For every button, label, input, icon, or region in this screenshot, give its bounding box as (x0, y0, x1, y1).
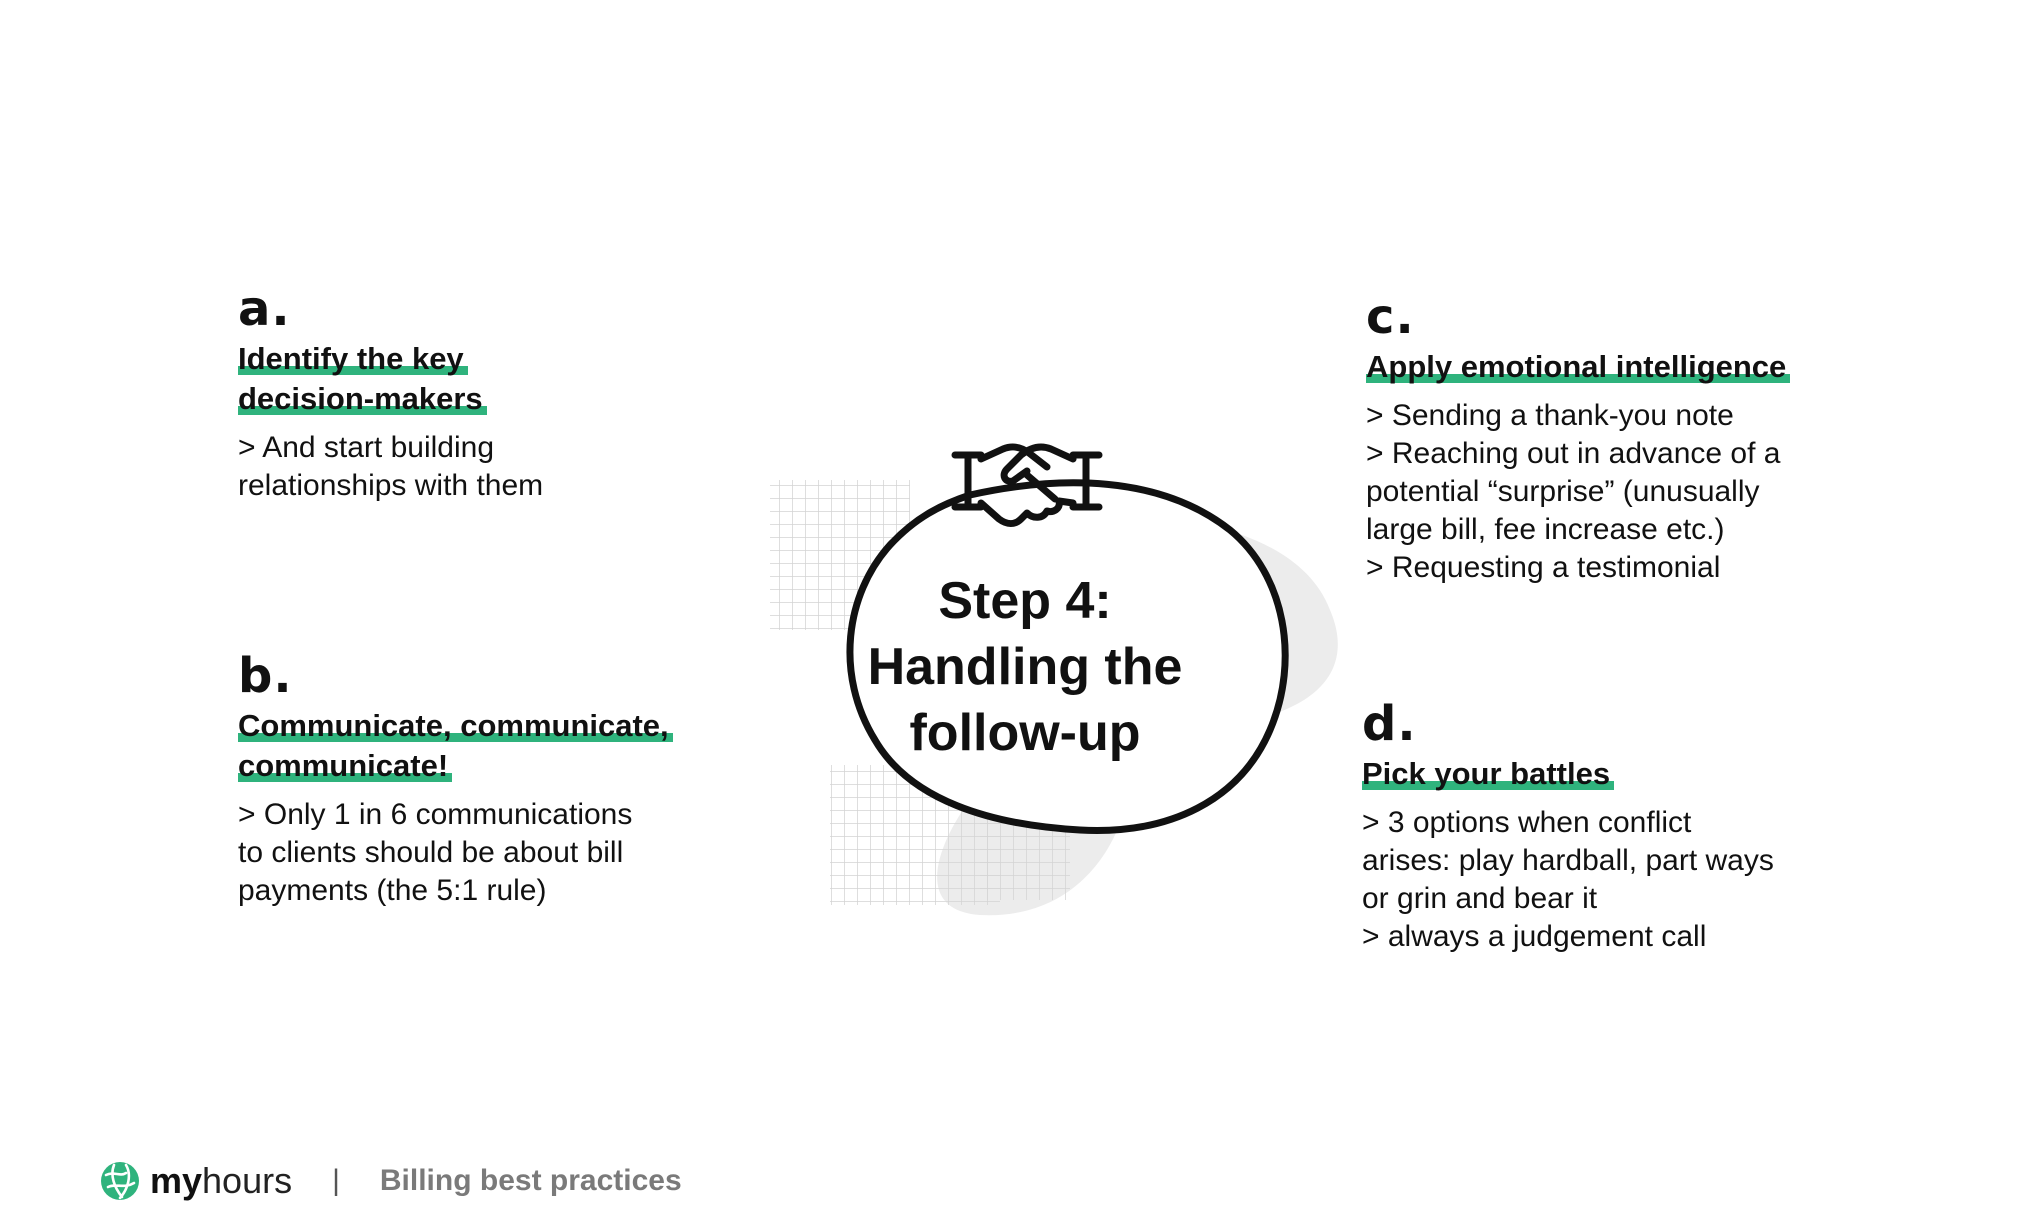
section-letter: d. (1362, 696, 1417, 752)
heading-line: Pick your battles (1362, 756, 1615, 793)
body-line: > Requesting a testimonial (1366, 551, 1721, 584)
globe-logo-icon (101, 1162, 139, 1200)
section-heading: Apply emotional intelligence (1366, 347, 1791, 387)
body-line: > Reaching out in advance of a (1366, 437, 1781, 470)
body-line: or grin and bear it (1362, 882, 1598, 915)
heading-line: Apply emotional intelligence (1366, 349, 1791, 386)
title-line: follow-up (909, 704, 1141, 762)
body-line: large bill, fee increase etc.) (1366, 513, 1725, 546)
heading-line: decision-makers (238, 381, 487, 418)
body-line: > Sending a thank-you note (1366, 399, 1734, 432)
heading-line: Identify the key (238, 341, 468, 378)
section-a: a. Identify the key decision-makers > An… (238, 285, 543, 505)
title-line: Handling the (867, 638, 1183, 696)
body-line: > Only 1 in 6 communications (238, 798, 633, 831)
body-line: potential “surprise” (unusually (1366, 475, 1760, 508)
section-heading: Communicate, communicate, communicate! (238, 706, 673, 786)
body-line: to clients should be about bill (238, 836, 624, 869)
section-letter: b. (238, 648, 293, 704)
handshake-icon (951, 443, 1103, 527)
body-line: arises: play hardball, part ways (1362, 844, 1774, 877)
center-illustration (770, 443, 1338, 916)
brand-bold: my (150, 1160, 203, 1201)
body-line: > 3 options when conflict (1362, 806, 1692, 839)
title-circle (846, 479, 1289, 834)
section-letter: a. (238, 281, 291, 337)
section-heading: Identify the key decision-makers (238, 339, 543, 419)
body-line: payments (the 5:1 rule) (238, 874, 547, 907)
title-line: Step 4: (938, 572, 1112, 630)
section-b: b. Communicate, communicate, communicate… (238, 652, 673, 910)
center-title: Step 4: Handling the follow-up (805, 568, 1245, 766)
section-letter: c. (1366, 289, 1415, 345)
footer-subtitle: Billing best practices (379, 1164, 682, 1197)
body-line: > And start building (238, 431, 495, 464)
body-line: > always a judgement call (1362, 920, 1707, 953)
footer-separator: | (332, 1164, 340, 1197)
brand-regular: hours (202, 1160, 293, 1201)
section-c: c. Apply emotional intelligence > Sendin… (1366, 289, 1791, 587)
heading-line: Communicate, communicate, (238, 708, 673, 745)
heading-line: communicate! (238, 748, 453, 785)
section-heading: Pick your battles (1362, 754, 1774, 794)
section-d: d. Pick your battles > 3 options when co… (1362, 700, 1774, 956)
body-line: relationships with them (238, 469, 544, 502)
